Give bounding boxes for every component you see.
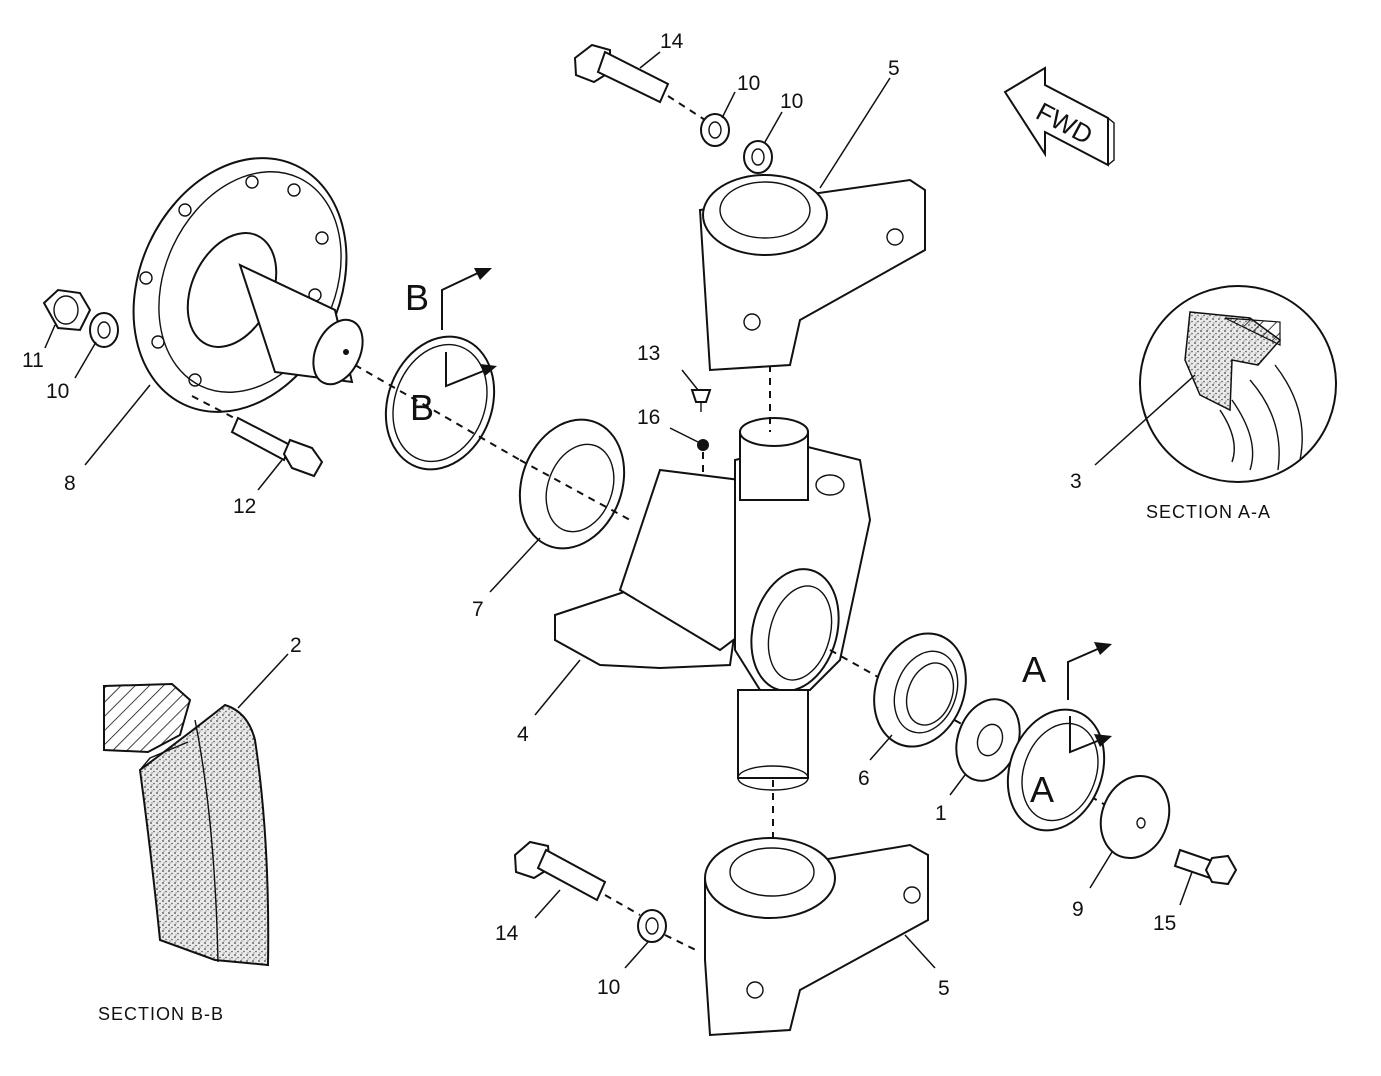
thrust-washer [518,418,631,550]
callout-numbers: 14 10 10 5 11 10 8 12 13 16 3 7 4 2 6 1 … [22,30,1176,1000]
callout-10-top-b: 10 [780,90,803,113]
washer-left [89,312,119,348]
callout-4: 4 [517,723,529,746]
callout-14-top: 14 [660,30,684,53]
hex-nut [42,288,92,332]
bracket-top [698,174,926,372]
seal-ring-b [354,335,521,471]
steering-knuckle [554,365,872,860]
wheel-hub-spindle [132,157,364,413]
callout-10-top-a: 10 [737,72,760,95]
callout-7: 7 [472,598,484,621]
callout-11: 11 [22,349,44,372]
callout-5-top: 5 [888,57,900,80]
leader-lines [44,51,1196,969]
end-cap [1099,774,1171,860]
section-marker-a-upper: A [1022,642,1112,700]
washer-top-b [743,140,773,174]
washer-bottom [637,909,701,953]
grease-fitting [690,389,712,412]
bearing [873,632,967,748]
bolt-bottom [513,840,641,916]
section-a-letter-lower: A [1030,769,1054,810]
callout-10-bottom: 10 [597,976,620,999]
fwd-direction-arrow: FWD [1003,66,1115,167]
section-aa-detail [1139,285,1337,483]
cap-bolt [1173,848,1238,886]
callout-14-bottom: 14 [495,922,519,945]
section-marker-b-lower: B [410,352,497,428]
lock-nut-small [697,439,709,478]
bracket-bottom [704,837,929,1037]
section-bb-title: SECTION B-B [98,1004,224,1024]
section-marker-a-lower: A [1030,716,1112,810]
section-b-letter-upper: B [405,277,429,318]
section-marker-b-upper: B [405,268,492,330]
bolt-top [573,43,706,121]
callout-16: 16 [637,406,660,429]
section-aa-title: SECTION A-A [1146,502,1271,522]
callout-9: 9 [1072,898,1084,921]
hub-bolt [191,395,324,478]
seal-ring-a [1006,708,1106,832]
callout-5-bottom: 5 [938,977,950,1000]
callout-10-left: 10 [46,380,69,403]
section-bb-detail [103,682,270,967]
callout-8: 8 [64,472,76,495]
section-a-letter-upper: A [1022,649,1046,690]
section-b-letter-lower: B [410,387,434,428]
callout-2: 2 [290,634,302,657]
callout-15: 15 [1153,912,1176,935]
callout-6: 6 [858,767,870,790]
callout-3: 3 [1070,470,1082,493]
callout-1: 1 [935,802,947,825]
washer-top-a [700,113,730,147]
callout-13: 13 [637,342,660,365]
callout-12: 12 [233,495,256,518]
